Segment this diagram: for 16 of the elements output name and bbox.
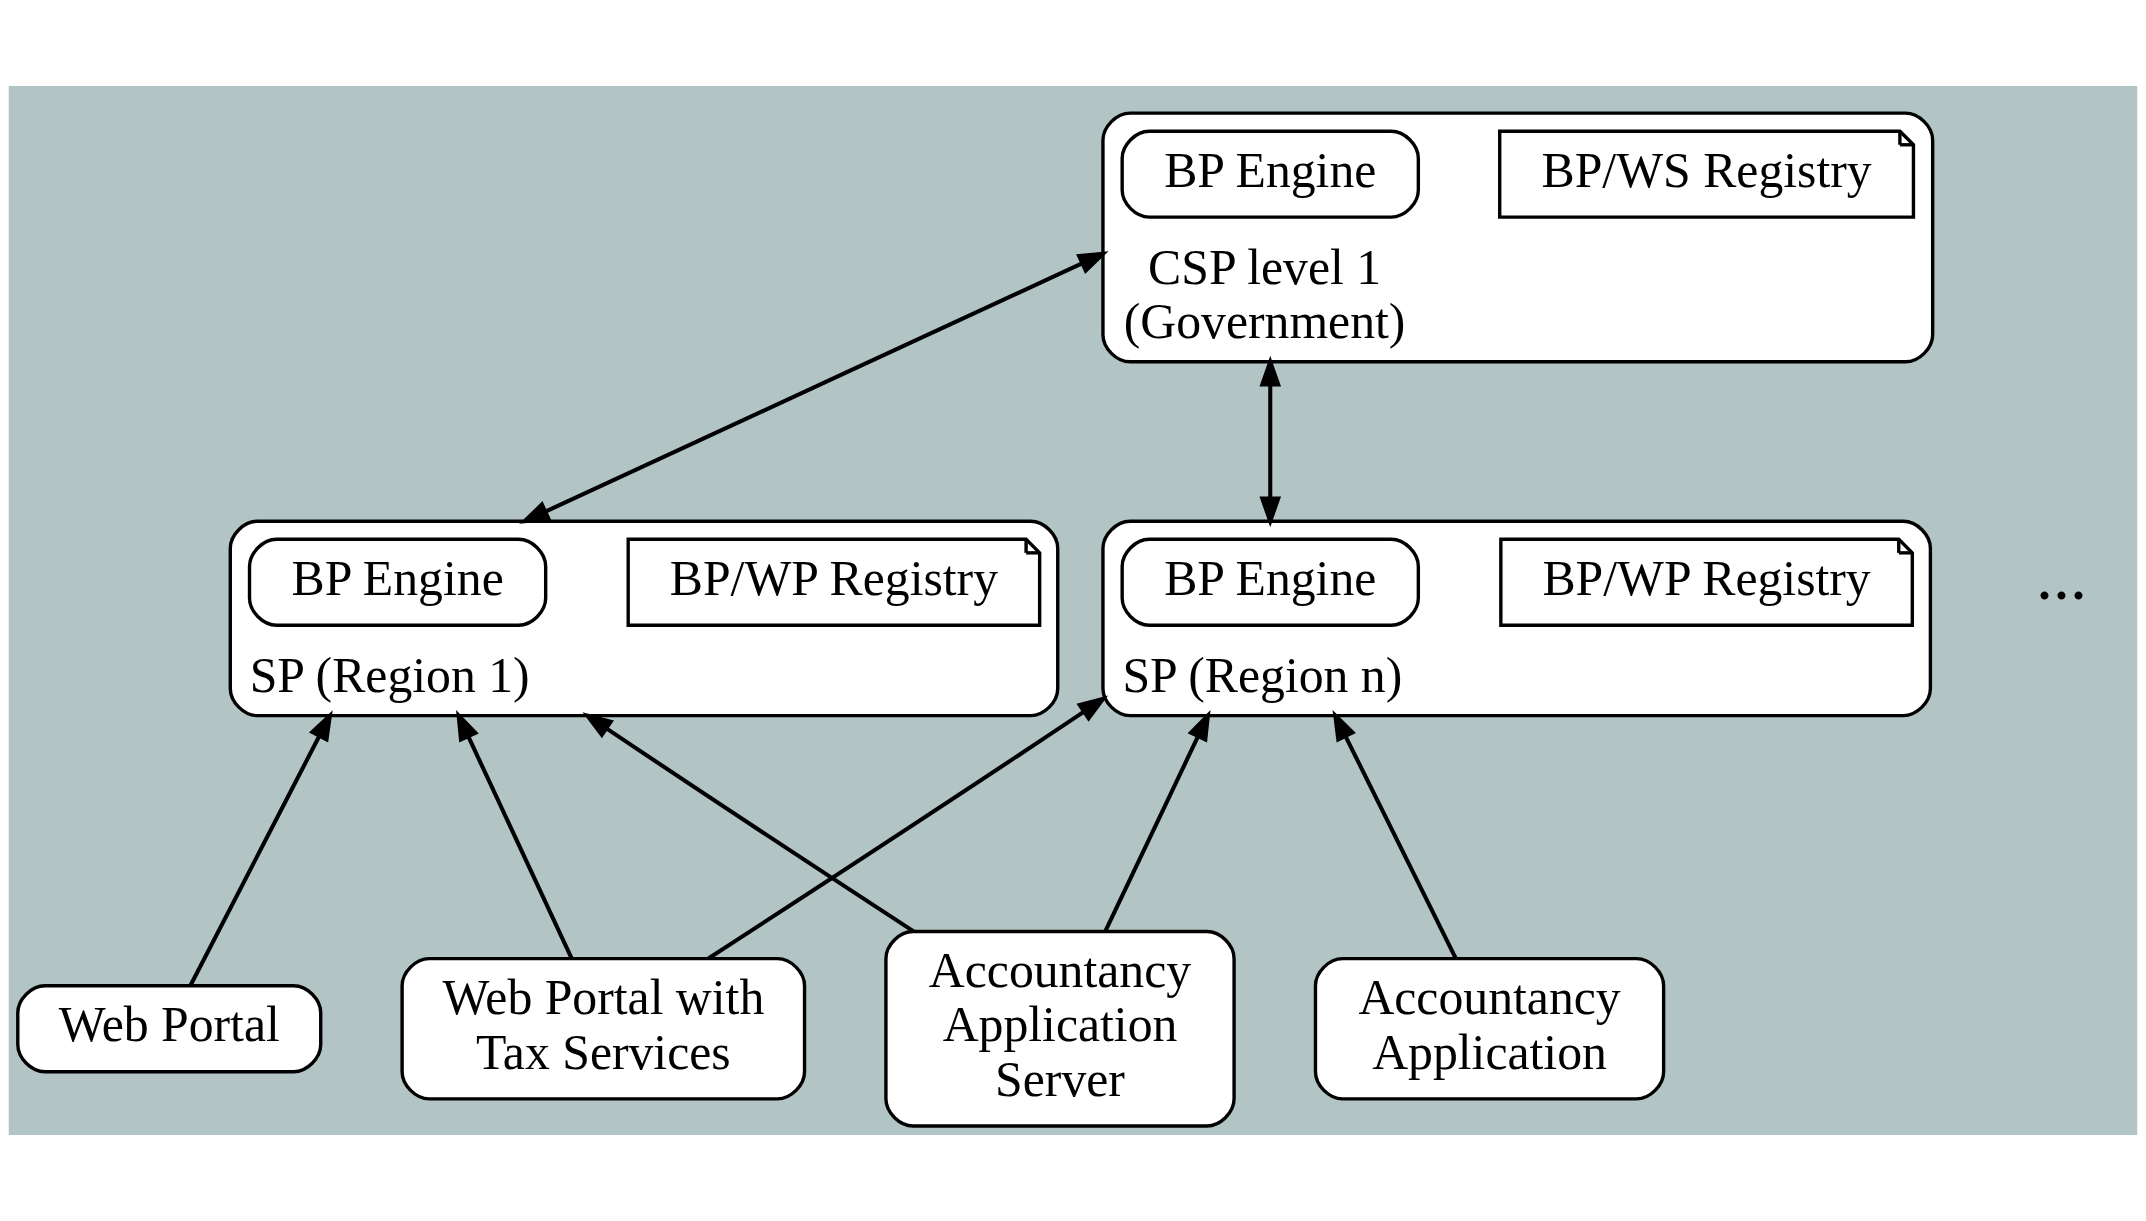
node-box: BP Engine	[1120, 129, 1421, 219]
arrow	[188, 710, 333, 987]
arrow	[582, 712, 915, 934]
arrow	[1259, 355, 1282, 528]
node-box: Web Portal with Tax Services	[400, 956, 807, 1101]
node-box: BP Engine	[1120, 537, 1421, 627]
label: ...	[2036, 539, 2087, 615]
node-box: BP Engine	[247, 537, 548, 627]
arrow	[707, 695, 1109, 961]
node-box: Accountancy Application Server	[884, 929, 1236, 1128]
arrow	[456, 710, 574, 960]
node-box: Accountancy Application	[1313, 956, 1666, 1101]
arrow	[519, 251, 1109, 524]
node-box: Web Portal	[16, 984, 323, 1074]
arrow	[1332, 710, 1458, 960]
arrow	[1103, 710, 1211, 932]
